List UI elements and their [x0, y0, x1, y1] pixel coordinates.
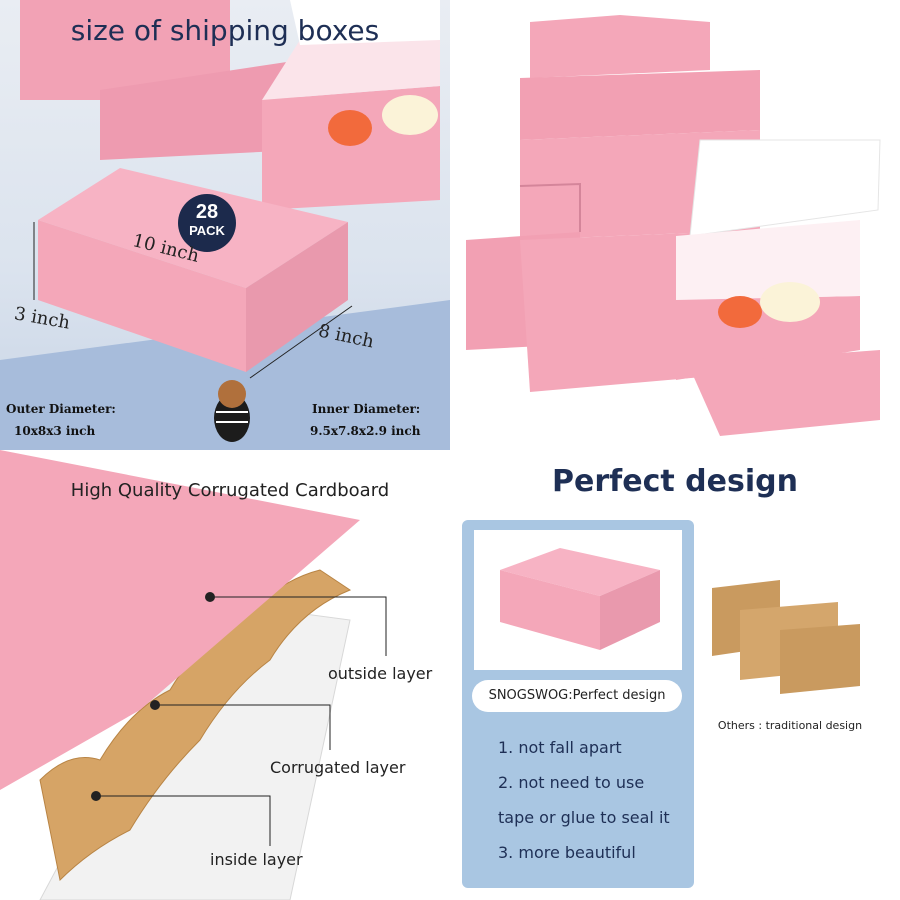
list-item: 3. not beauty — [730, 832, 811, 846]
brand-box-front — [500, 570, 600, 650]
dim-line-width — [249, 305, 353, 379]
panel-design-comparison: Perfect design SNOGSWOG:Perfect design 1… — [450, 450, 900, 900]
flat-box-upper — [520, 70, 760, 140]
main-box-front — [38, 220, 246, 372]
dog-head — [218, 380, 246, 408]
panel-box-assembly — [450, 0, 900, 450]
main-box-side — [246, 222, 348, 372]
bg-box-top — [20, 0, 230, 100]
outside-layer-label: outside layer — [328, 664, 433, 683]
list-item: 1. Easy to fall apart — [730, 754, 848, 768]
open-box-inside — [262, 30, 440, 100]
kraft-box-3 — [780, 624, 860, 694]
inner-diameter-label: Inner Diameter: — [312, 402, 421, 416]
assembled-box-lid — [689, 139, 881, 237]
cardboard-title: High Quality Corrugated Cardboard — [70, 480, 390, 501]
brand-box-side — [600, 570, 660, 650]
open-box-lid — [290, 0, 440, 45]
outside-layer-shape — [0, 450, 360, 790]
list-item: 2. need to use tape — [730, 780, 848, 794]
corrugated-layer-label: Corrugated layer — [270, 758, 406, 777]
cardboard-layers-illustration — [0, 450, 387, 900]
list-item: tape or glue to seal it — [498, 808, 670, 827]
pack-count: 28 — [195, 201, 219, 223]
outer-diameter-value: 10x8x3 inch — [14, 424, 96, 438]
pack-badge: 28 PACK — [178, 194, 236, 252]
others-pill: Others : traditional design — [708, 714, 872, 738]
design-title: Perfect design — [552, 464, 798, 499]
brand-box-top — [500, 548, 660, 596]
panel-box-size: size of shipping boxes 28 PACK 10 inch 3… — [0, 0, 450, 450]
panel-cardboard-layers: High Quality Corrugated Cardboard outsid… — [0, 450, 450, 900]
list-item: 1. not fall apart — [498, 738, 622, 757]
pack-label: PACK — [189, 223, 225, 238]
cream-soap — [382, 95, 438, 135]
orange-soap — [718, 296, 762, 328]
outer-diameter-label: Outer Diameter: — [6, 402, 116, 416]
comparison-illustrations — [474, 530, 872, 698]
page-title: size of shipping boxes — [70, 14, 380, 47]
inside-layer-label: inside layer — [210, 850, 303, 869]
bg-box-mid — [100, 60, 300, 160]
assembled-box-inside — [676, 220, 860, 300]
cream-soap — [760, 282, 820, 322]
orange-soap — [328, 110, 372, 146]
brand-points-list: 1. not fall apart 2. not need to use tap… — [498, 730, 670, 870]
list-item: 2. not need to use — [498, 773, 645, 792]
dog-body — [214, 394, 250, 442]
list-item: or glue to seal it — [730, 806, 828, 820]
box-assembly-illustration — [466, 15, 881, 436]
inner-diameter-value: 9.5x7.8x2.9 inch — [310, 424, 421, 438]
brand-pill: SNOGSWOG:Perfect design — [472, 680, 682, 712]
others-points-list: 1. Easy to fall apart 2. need to use tap… — [730, 748, 847, 852]
closed-box-under — [688, 350, 880, 436]
corrugated-layer-shape — [39, 569, 352, 882]
flat-box-top-flap — [530, 15, 710, 78]
list-item: 3. more beautiful — [498, 843, 636, 862]
